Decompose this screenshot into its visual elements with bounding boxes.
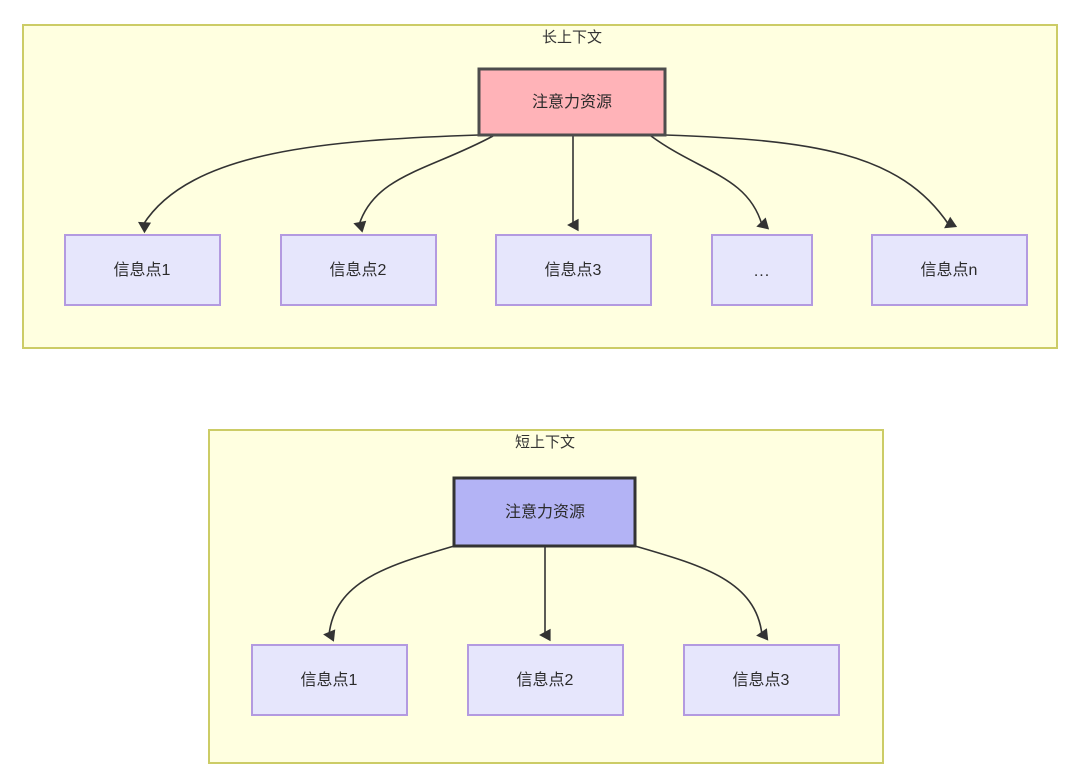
node-label-info-n-long: 信息点n — [921, 261, 978, 279]
node-info-point-3-long[interactable]: 信息点3 — [495, 234, 652, 306]
node-rect-attention-short[interactable] — [452, 476, 637, 548]
node-rect-info-3-short[interactable] — [683, 644, 840, 716]
node-label-attention-short: 注意力资源 — [505, 502, 585, 521]
edge-root-to-info2 — [353, 135, 494, 233]
group-long-context: 长上下文 注意力资源 信息点1 信息点2 — [22, 24, 1058, 349]
node-info-point-2-short[interactable]: 信息点2 — [467, 644, 624, 716]
node-rect-info-1-short[interactable] — [251, 644, 408, 716]
edges-long-context — [137, 134, 958, 234]
node-label-ellipsis-long: ... — [754, 263, 770, 280]
edge-root-to-infon — [664, 134, 958, 229]
edge-root-to-info1 — [137, 134, 480, 234]
edge-short-root-to-info1 — [323, 545, 455, 642]
node-label-info-1-long: 信息点1 — [114, 261, 171, 279]
node-label-info-1-short: 信息点1 — [301, 671, 358, 689]
node-label-info-3-short: 信息点3 — [733, 671, 790, 689]
node-rect-attention-long[interactable] — [477, 67, 667, 137]
node-label-info-3-long: 信息点3 — [545, 261, 602, 279]
node-label-info-2-short: 信息点2 — [517, 671, 574, 689]
node-rect-info-1-long[interactable] — [64, 234, 221, 306]
node-rect-info-2-long[interactable] — [280, 234, 437, 306]
edge-root-to-ellipsis — [650, 135, 770, 230]
node-rect-info-2-short[interactable] — [467, 644, 624, 716]
edge-short-root-to-info3 — [634, 545, 769, 641]
node-info-point-1-short[interactable]: 信息点1 — [251, 644, 408, 716]
node-info-point-3-short[interactable]: 信息点3 — [683, 644, 840, 716]
node-label-attention-long: 注意力资源 — [532, 92, 612, 111]
edges-short-context — [323, 545, 769, 642]
node-attention-resource-long[interactable]: 注意力资源 — [477, 67, 667, 137]
node-rect-info-n-long[interactable] — [871, 234, 1028, 306]
node-info-point-ellipsis-long[interactable]: ... — [711, 234, 813, 306]
group-title-short-context: 短上下文 — [515, 434, 575, 451]
node-info-point-2-long[interactable]: 信息点2 — [280, 234, 437, 306]
node-attention-resource-short[interactable]: 注意力资源 — [452, 476, 637, 548]
node-rect-ellipsis-long[interactable] — [711, 234, 813, 306]
group-title-long-context: 长上下文 — [542, 29, 602, 46]
node-info-point-n-long[interactable]: 信息点n — [871, 234, 1028, 306]
group-short-context: 短上下文 注意力资源 信息点1 信息点2 — [208, 429, 884, 764]
node-info-point-1-long[interactable]: 信息点1 — [64, 234, 221, 306]
node-rect-info-3-long[interactable] — [495, 234, 652, 306]
node-label-info-2-long: 信息点2 — [330, 261, 387, 279]
